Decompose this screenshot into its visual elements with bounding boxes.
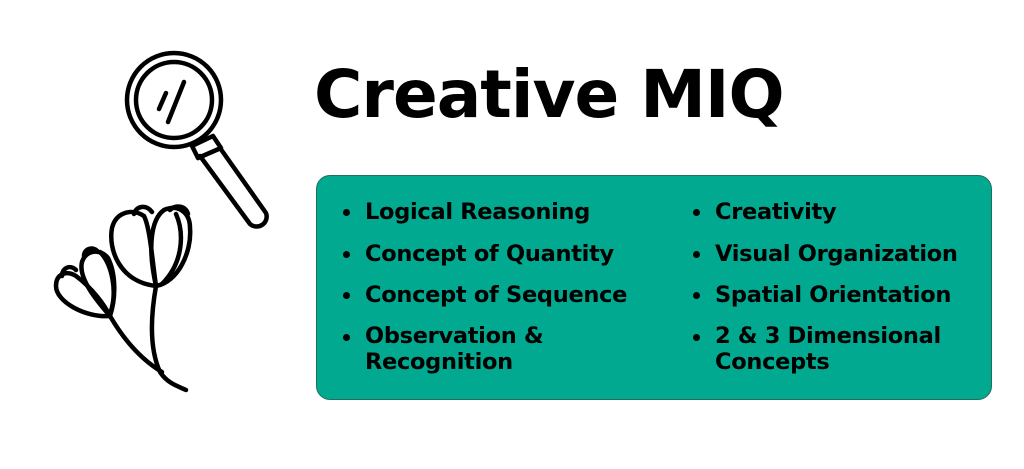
skill-label: Visual Organization	[715, 240, 958, 267]
skills-list-right: Creativity Visual Organization Spatial O…	[689, 198, 1015, 388]
bullet-icon	[343, 209, 350, 216]
skill-label: Concept of Quantity	[365, 240, 614, 267]
skill-label: Creativity	[715, 199, 837, 225]
skill-label: Spatial Orientation	[715, 282, 952, 308]
skill-label: Observation & Recognition	[365, 322, 544, 375]
bullet-icon	[693, 209, 700, 216]
bullet-icon	[343, 250, 350, 258]
skill-label: Concept of Sequence	[365, 282, 628, 308]
list-item: Creativity	[689, 198, 1015, 226]
illustrations	[53, 50, 269, 393]
list-item: Logical Reasoning	[339, 198, 665, 226]
bullet-icon	[693, 292, 700, 299]
bullet-icon	[343, 292, 350, 299]
list-item: Concept of Quantity	[339, 240, 665, 268]
skills-panel: Logical Reasoning Concept of Quantity Co…	[316, 175, 992, 400]
list-item: Spatial Orientation	[689, 281, 1015, 309]
skills-list-left: Logical Reasoning Concept of Quantity Co…	[339, 198, 665, 388]
bullet-icon	[343, 333, 350, 341]
list-item: Observation & Recognition	[339, 323, 665, 375]
magnifying-glass-icon	[124, 50, 269, 229]
list-item: Concept of Sequence	[339, 281, 665, 309]
list-item: Visual Organization	[689, 240, 1015, 268]
bullet-icon	[693, 333, 700, 341]
tulip-flowers-icon	[53, 204, 193, 393]
skill-label: Logical Reasoning	[365, 199, 591, 225]
skill-label: 2 & 3 Dimensional Concepts	[715, 322, 941, 375]
bullet-icon	[693, 250, 700, 258]
list-item: 2 & 3 Dimensional Concepts	[689, 323, 1015, 375]
page-title: Creative MIQ	[314, 56, 785, 133]
